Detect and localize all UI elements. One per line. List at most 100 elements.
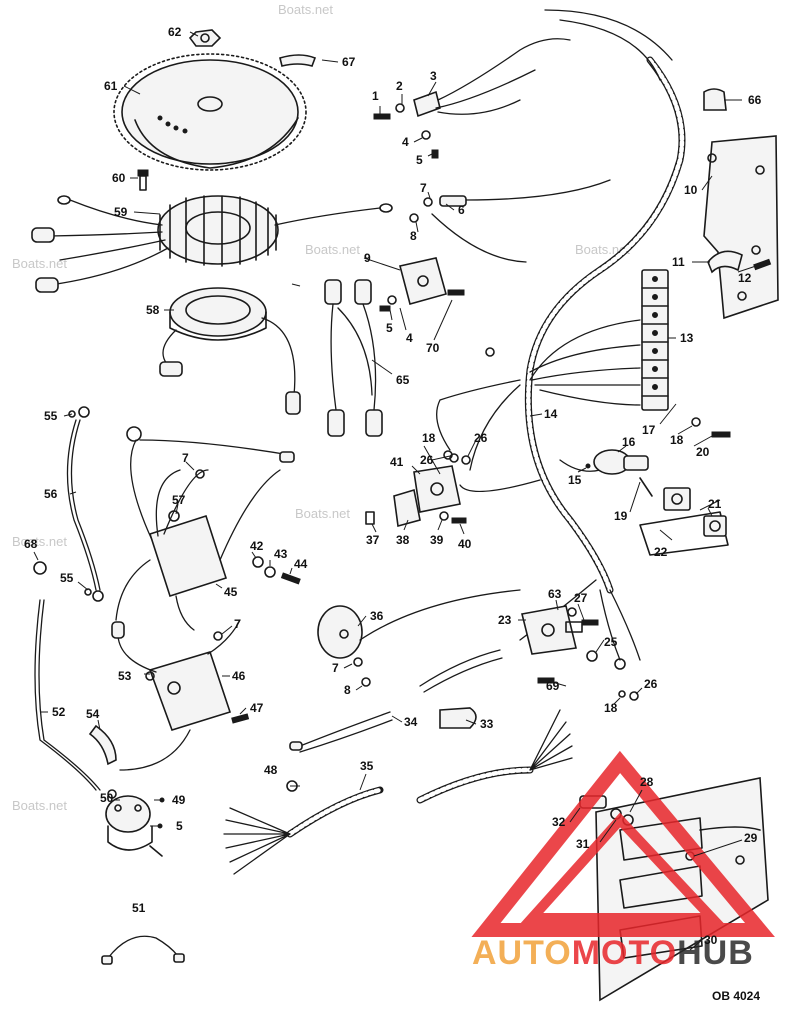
callout-32: 32 xyxy=(552,815,566,829)
condenser xyxy=(317,589,521,687)
reference-code: OB 4024 xyxy=(712,989,760,1003)
ground-lead xyxy=(33,406,104,602)
callout-4: 4 xyxy=(402,135,409,149)
callout-33: 33 xyxy=(480,717,494,731)
terminal-strip xyxy=(641,269,669,411)
jumper-lead xyxy=(101,935,185,965)
callout-29: 29 xyxy=(744,831,758,845)
watermark: Boats.net xyxy=(12,534,67,549)
stator xyxy=(31,195,393,293)
callout-21: 21 xyxy=(708,497,722,511)
callout-5: 5 xyxy=(386,321,393,335)
watermark: Boats.net xyxy=(575,242,630,257)
callout-46: 46 xyxy=(232,669,246,683)
callout-1: 1 xyxy=(372,89,379,103)
callout-67: 67 xyxy=(342,55,356,69)
callout-49: 49 xyxy=(172,793,186,807)
choke-switch xyxy=(521,605,639,701)
mounting-bracket xyxy=(703,88,779,320)
callout-42: 42 xyxy=(250,539,264,553)
leader-lines xyxy=(33,31,757,951)
callout-38: 38 xyxy=(396,533,410,547)
callout-19: 19 xyxy=(614,509,628,523)
flywheel-key xyxy=(279,54,317,67)
callout-68: 68 xyxy=(24,537,38,551)
ignition-leads xyxy=(324,279,383,437)
callout-69: 69 xyxy=(546,679,560,693)
logo-text: AUTOMOTOHUB xyxy=(472,934,754,972)
callout-26: 26 xyxy=(474,431,488,445)
callout-57: 57 xyxy=(172,493,186,507)
callout-36: 36 xyxy=(370,609,384,623)
callout-11: 11 xyxy=(672,255,685,269)
stator-screw xyxy=(137,169,149,191)
terminal-bracket xyxy=(373,38,571,159)
logo-triangle-inner xyxy=(520,812,724,923)
rectifier xyxy=(379,257,465,312)
starter-solenoid xyxy=(105,789,165,857)
callout-52: 52 xyxy=(52,705,66,719)
callout-7: 7 xyxy=(182,451,189,465)
callout-63: 63 xyxy=(548,587,562,601)
callout-48: 48 xyxy=(264,763,278,777)
callout-26: 26 xyxy=(420,453,434,467)
callout-5: 5 xyxy=(176,819,183,833)
callout-18: 18 xyxy=(604,701,618,715)
callout-51: 51 xyxy=(132,901,146,915)
callout-56: 56 xyxy=(44,487,58,501)
callout-12: 12 xyxy=(738,271,752,285)
regulator xyxy=(365,453,471,528)
automotohub-logo: AUTOMOTOHUB xyxy=(471,750,775,972)
callout-17: 17 xyxy=(642,423,656,437)
watermark: Boats.net xyxy=(12,798,67,813)
callout-37: 37 xyxy=(366,533,380,547)
callout-62: 62 xyxy=(168,25,182,39)
callout-54: 54 xyxy=(86,707,100,721)
callout-20: 20 xyxy=(696,445,710,459)
callout-6: 6 xyxy=(458,203,465,217)
callout-26: 26 xyxy=(644,677,658,691)
callout-50: 50 xyxy=(100,791,114,805)
small-hardware-a xyxy=(409,179,611,263)
callout-9: 9 xyxy=(364,251,371,265)
watermark: Boats.net xyxy=(295,506,350,521)
callout-43: 43 xyxy=(274,547,288,561)
callout-34: 34 xyxy=(404,715,418,729)
harness-clamp xyxy=(439,707,477,729)
callout-7: 7 xyxy=(332,661,339,675)
watermarks: Boats.net Boats.net Boats.net Boats.net … xyxy=(12,2,630,813)
callout-70: 70 xyxy=(426,341,440,355)
callout-22: 22 xyxy=(654,545,668,559)
callout-58: 58 xyxy=(146,303,160,317)
callout-30: 30 xyxy=(704,933,718,947)
callout-53: 53 xyxy=(118,669,132,683)
callout-47: 47 xyxy=(250,701,264,715)
callout-40: 40 xyxy=(458,537,472,551)
power-pack-hardware xyxy=(213,556,301,641)
callout-55: 55 xyxy=(60,571,74,585)
power-pack xyxy=(115,426,295,631)
callout-18: 18 xyxy=(670,433,684,447)
callout-7: 7 xyxy=(234,617,241,631)
callout-4: 4 xyxy=(406,331,413,345)
callout-39: 39 xyxy=(430,533,444,547)
callout-61: 61 xyxy=(104,79,118,93)
callout-13: 13 xyxy=(680,331,694,345)
battery-leads xyxy=(289,649,503,753)
ignition-switch xyxy=(585,417,731,556)
callout-14: 14 xyxy=(544,407,558,421)
timer-base xyxy=(159,287,301,415)
ground-wire xyxy=(34,599,101,791)
main-cable xyxy=(223,709,573,875)
callout-31: 31 xyxy=(576,837,590,851)
callout-44: 44 xyxy=(294,557,308,571)
logo-triangle-outer xyxy=(471,750,775,937)
callout-5: 5 xyxy=(416,153,423,167)
callout-15: 15 xyxy=(568,473,582,487)
callout-25: 25 xyxy=(604,635,618,649)
callout-7: 7 xyxy=(420,181,427,195)
callout-18: 18 xyxy=(422,431,436,445)
callout-labels: 62 67 61 60 59 58 1 2 3 4 5 7 6 8 9 5 4 … xyxy=(24,25,762,947)
callout-41: 41 xyxy=(390,455,404,469)
